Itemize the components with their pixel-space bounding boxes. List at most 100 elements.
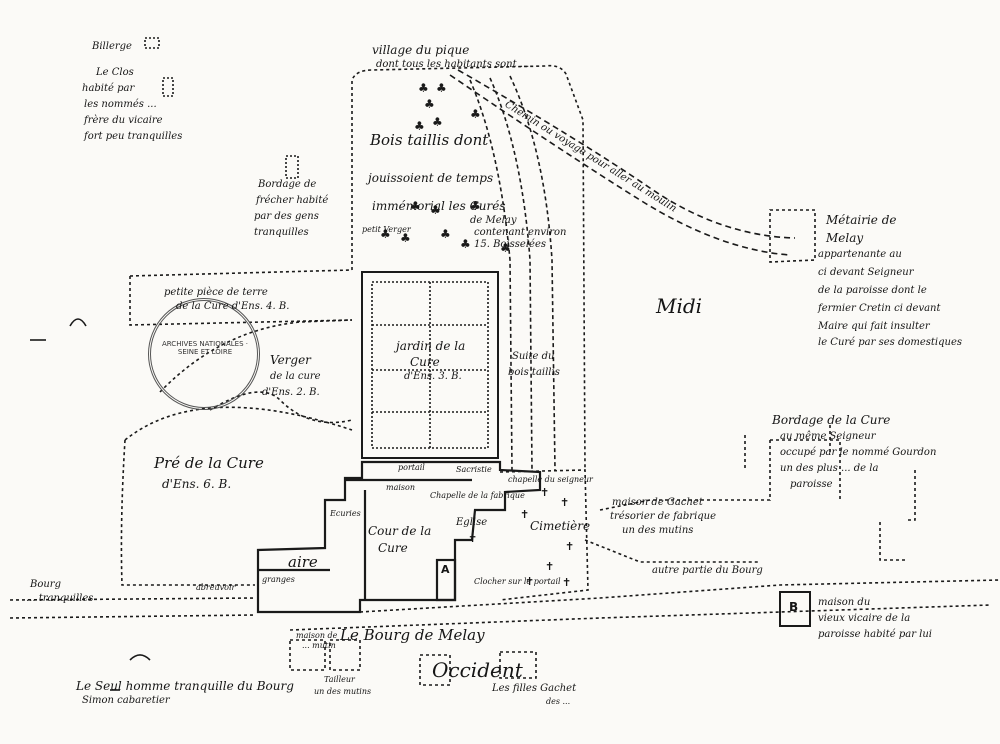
label-jardin-1: jardin de la xyxy=(396,339,466,353)
label-chapelle-fabrique: Chapelle de la fabrique xyxy=(430,491,525,500)
marker-a: A xyxy=(441,563,450,576)
label-bordage-cure-2: au même Seigneur xyxy=(780,431,876,442)
cross-icon: ✝ xyxy=(468,532,478,545)
path-strip-2 xyxy=(489,77,533,471)
label-filles-gachet-1: Les filles Gachet xyxy=(492,683,577,694)
label-bois-taillis: Bois taillis dont xyxy=(370,131,489,149)
svg-text:♣: ♣ xyxy=(500,241,511,255)
label-cour-1: Cour de la xyxy=(368,524,432,538)
label-mutins-2: ... mutin xyxy=(302,641,336,650)
tree-symbols: ♣♣♣ ♣♣♣ ♣♣♣ ♣♣♣ ♣♣ xyxy=(380,81,511,255)
label-metairie-7: Maire qui fait insulter xyxy=(818,321,930,332)
path-strip-3 xyxy=(509,75,556,471)
metairie-boundary xyxy=(769,209,816,263)
label-autre-partie: autre partie du Bourg xyxy=(652,565,763,576)
label-chapelle-seigneur: chapelle du seigneur xyxy=(508,475,593,484)
label-clocher: Clocher sur le portail xyxy=(474,577,561,586)
cross-icon: ✝ xyxy=(540,486,550,499)
label-bordage-cure-5: paroisse xyxy=(790,479,833,490)
label-suite-2: bois taillis xyxy=(508,367,560,378)
label-verger-1: Verger xyxy=(270,353,311,367)
svg-text:♣: ♣ xyxy=(470,107,481,121)
label-immemorial: immémorial les Curés xyxy=(372,199,506,213)
label-bordage-cure-1: Bordage de la Cure xyxy=(772,413,891,427)
label-seul-homme-2: Simon cabaretier xyxy=(82,695,170,706)
label-verger-2: de la cure xyxy=(270,371,321,382)
label-pre-2: d'Ens. 6. B. xyxy=(162,477,232,491)
label-billerge-4: les nommés ... xyxy=(84,99,157,110)
label-bordage-2: frécher habité xyxy=(256,195,329,206)
cross-icon: ✝ xyxy=(565,540,575,553)
svg-text:♣: ♣ xyxy=(432,115,443,129)
verger-boundary xyxy=(159,319,353,393)
label-sacristie: Sacristie xyxy=(456,465,492,474)
label-filles-gachet-2: des ... xyxy=(546,697,571,706)
label-maison-b-3: paroisse habité par lui xyxy=(818,629,932,640)
jardin-boundary xyxy=(361,271,499,459)
label-maison: maison xyxy=(386,483,415,492)
label-metairie-6: fermier Cretin ci devant xyxy=(818,303,941,314)
label-maison-b-2: vieux vicaire de la xyxy=(818,613,911,624)
label-portail: portail xyxy=(398,463,425,472)
svg-text:♣: ♣ xyxy=(400,231,411,245)
svg-text:♣: ♣ xyxy=(470,199,481,213)
label-bourg-de-melay: Le Bourg de Melay xyxy=(340,626,485,644)
bourg-east-boundary xyxy=(584,539,760,563)
petite-piece-boundary xyxy=(129,269,353,326)
label-billerge-5: frère du vicaire xyxy=(84,115,163,126)
label-pre-1: Pré de la Cure xyxy=(154,454,264,472)
label-granges: granges xyxy=(262,575,295,584)
svg-text:♣: ♣ xyxy=(436,81,447,95)
label-village-sub: dont tous les habitants sont ... xyxy=(376,59,530,70)
label-tailleur-1: Tailleur xyxy=(324,675,355,684)
chemin-upper-edge xyxy=(449,74,791,256)
label-gachet-2: trésorier de fabrique xyxy=(610,511,717,522)
presbytery-buildings xyxy=(256,460,542,614)
archive-stamp xyxy=(148,298,260,410)
label-metairie-5: de la paroisse dont le xyxy=(818,285,927,296)
label-bordage-3: par des gens xyxy=(254,211,319,222)
label-abreuvoir: abreuvoir xyxy=(196,583,236,592)
label-metairie-8: le Curé par ses domestiques xyxy=(818,337,963,348)
label-mutins-1: maison de xyxy=(296,631,338,640)
svg-text:♣: ♣ xyxy=(410,199,421,213)
north-enclosure-boundary xyxy=(351,64,586,471)
cross-icon: ✝ xyxy=(525,575,535,588)
label-aire: aire xyxy=(288,553,318,571)
label-cimetiere: Cimetière xyxy=(530,519,591,533)
label-tailleur-2: un des mutins xyxy=(314,687,372,696)
label-metairie-4: ci devant Seigneur xyxy=(818,267,914,278)
label-billerge-6: fort peu tranquilles xyxy=(84,131,183,142)
svg-text:♣: ♣ xyxy=(424,97,435,111)
cross-icon: ✝ xyxy=(562,576,572,589)
label-maison-b-1: maison du xyxy=(818,597,871,608)
svg-text:♣: ♣ xyxy=(418,81,429,95)
label-midi: Midi xyxy=(656,294,703,318)
label-contenance: contenant environ xyxy=(474,227,567,238)
label-village-du-pique: village du pique xyxy=(372,43,470,57)
label-occident: Occident xyxy=(432,658,523,682)
label-jardin-3: d'Ens. 3. B. xyxy=(404,371,462,382)
label-gachet-1: maison de Gachet xyxy=(612,497,703,508)
label-bordage-cure-3: occupé par le nommé Gourdon xyxy=(780,447,937,458)
pre-boundary xyxy=(120,439,255,586)
label-billerge-2: Le Clos xyxy=(96,67,134,78)
marker-b: B xyxy=(789,600,799,614)
label-de-melay: de Melay xyxy=(470,215,517,226)
stamp-text: ARCHIVES NATIONALES · SEINE ET LOIRE xyxy=(162,340,248,356)
label-bourg-left-1: Bourg xyxy=(30,579,61,590)
label-metairie-1: Métairie de xyxy=(826,213,897,227)
label-billerge-3: habité par xyxy=(82,83,135,94)
svg-text:♣: ♣ xyxy=(380,227,391,241)
label-petit-verger: petit Verger xyxy=(362,225,411,234)
south-road xyxy=(359,579,1000,613)
label-gachet-3: un des mutins xyxy=(622,525,694,536)
west-road xyxy=(9,597,256,619)
cross-icon: ✝ xyxy=(545,560,555,573)
label-bourg-left-2: ... tranquilles xyxy=(26,593,94,604)
label-metairie-2: Melay xyxy=(826,231,864,245)
label-petite-terre: petite pièce de terre xyxy=(164,287,268,298)
label-verger-3: d'Ens. 2. B. xyxy=(262,387,320,398)
label-seul-homme-1: Le Seul homme tranquille du Bourg xyxy=(76,679,294,693)
label-suite-1: Suite du xyxy=(512,351,555,362)
